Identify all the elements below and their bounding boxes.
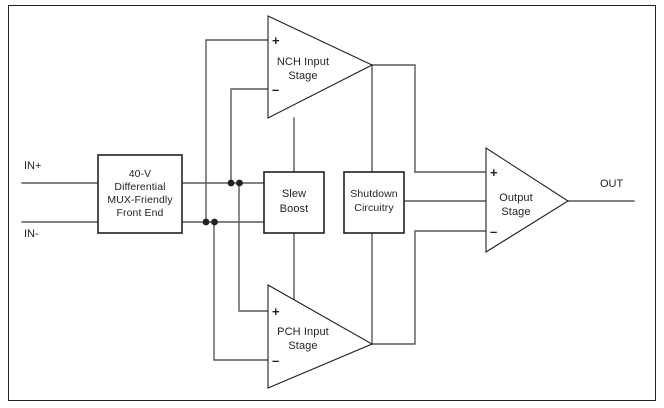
slew-boost-block [263, 171, 325, 234]
output-plus-sign: + [490, 165, 498, 180]
pch-plus-sign: + [272, 304, 280, 319]
shutdown-line-1: Shutdown [350, 188, 398, 200]
pch-minus-sign: – [272, 353, 280, 368]
shutdown-block [343, 171, 405, 234]
front-end-block [97, 154, 183, 234]
wire-pch-plus-feed [238, 182, 269, 312]
nch-stage-line-2: Stage [288, 70, 318, 82]
output-stage-line-1: Output [499, 192, 533, 204]
wire-nch-plus-feed [205, 39, 269, 223]
pch-input-stage-triangle [267, 284, 374, 389]
nch-minus-sign: – [272, 82, 280, 97]
front-end-line-3: MUX-Friendly [107, 194, 173, 206]
nch-input-stage-triangle [267, 15, 374, 119]
junction-dot-upper-left [227, 179, 235, 187]
nch-stage-line-1: NCH Input [276, 56, 330, 68]
junction-dot-lower-right [211, 218, 218, 226]
junction-dot-upper-right [236, 179, 243, 187]
slew-boost-line-1: Slew [281, 188, 307, 200]
port-label-out: OUT [600, 178, 624, 190]
output-stage-line-2: Stage [501, 206, 531, 218]
front-end-line-1: 40-V [128, 168, 152, 180]
nch-plus-sign: + [272, 33, 280, 48]
port-label-in-plus: IN+ [24, 160, 42, 172]
port-label-in-minus: IN- [24, 228, 39, 240]
output-stage-triangle [485, 146, 570, 253]
wire-nch-minus-feed [230, 88, 269, 184]
slew-boost-line-2: Boost [279, 203, 309, 215]
output-minus-sign: – [490, 224, 498, 239]
wire-nch-out [371, 64, 416, 173]
wire-pch-out [371, 230, 487, 345]
pch-stage-line-2: Stage [288, 340, 318, 352]
front-end-line-2: Differential [114, 181, 166, 193]
wire-pch-minus-feed [213, 221, 269, 361]
junction-dot-lower-left [202, 218, 210, 226]
shutdown-line-2: Circuitry [354, 202, 394, 214]
pch-stage-line-1: PCH Input [277, 326, 329, 338]
front-end-line-4: Front End [116, 207, 164, 219]
